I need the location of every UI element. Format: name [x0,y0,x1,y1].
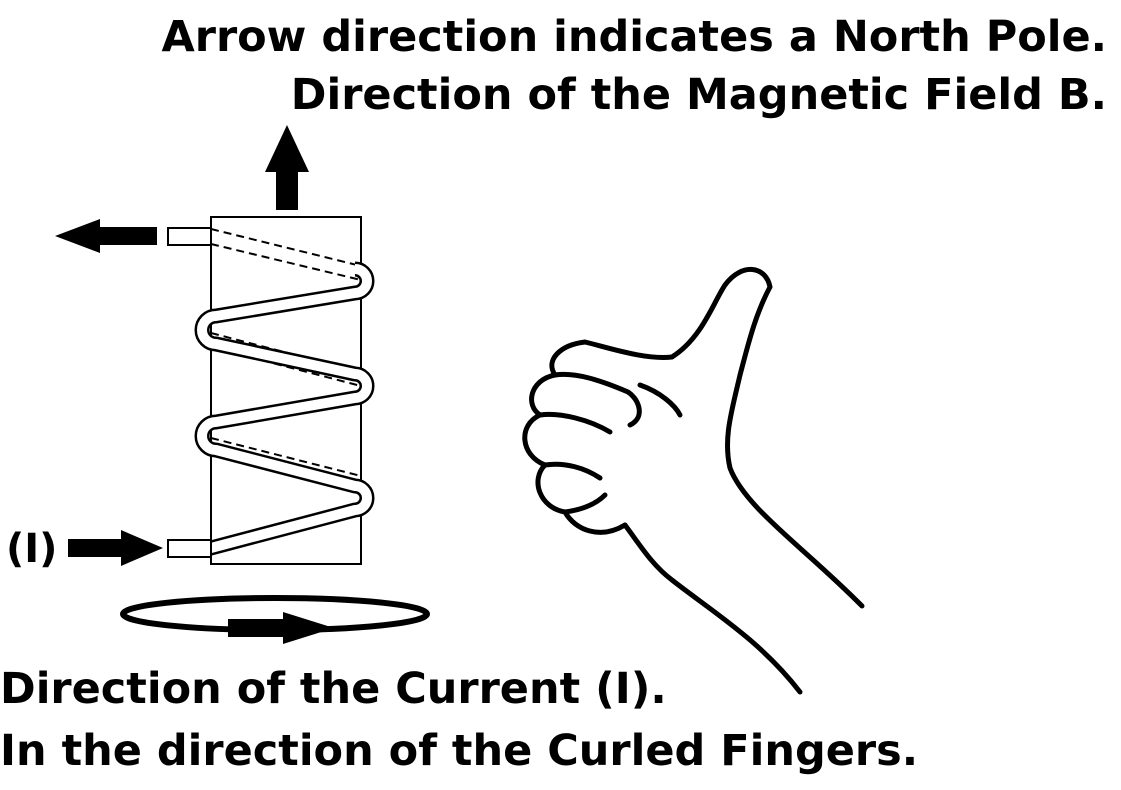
caption-curled-fingers: In the direction of the Curled Fingers. [0,726,919,776]
north-pole-arrow-icon [265,125,309,210]
title-north-pole: Arrow direction indicates a North Pole. [161,12,1107,62]
coil-front-wire [168,261,375,556]
current-symbol-label: (I) [6,526,58,572]
input-lead-wire [167,539,212,558]
input-current-arrow-icon [68,530,163,566]
output-lead-wire [167,227,212,246]
right-hand-thumb-up-icon [522,266,865,695]
rotation-direction-icon [120,595,430,644]
title-magnetic-field: Direction of the Magnetic Field B. [290,70,1107,120]
output-current-arrow-icon [55,219,157,253]
caption-current-direction: Direction of the Current (I). [0,664,667,714]
solenoid-core [210,216,362,565]
